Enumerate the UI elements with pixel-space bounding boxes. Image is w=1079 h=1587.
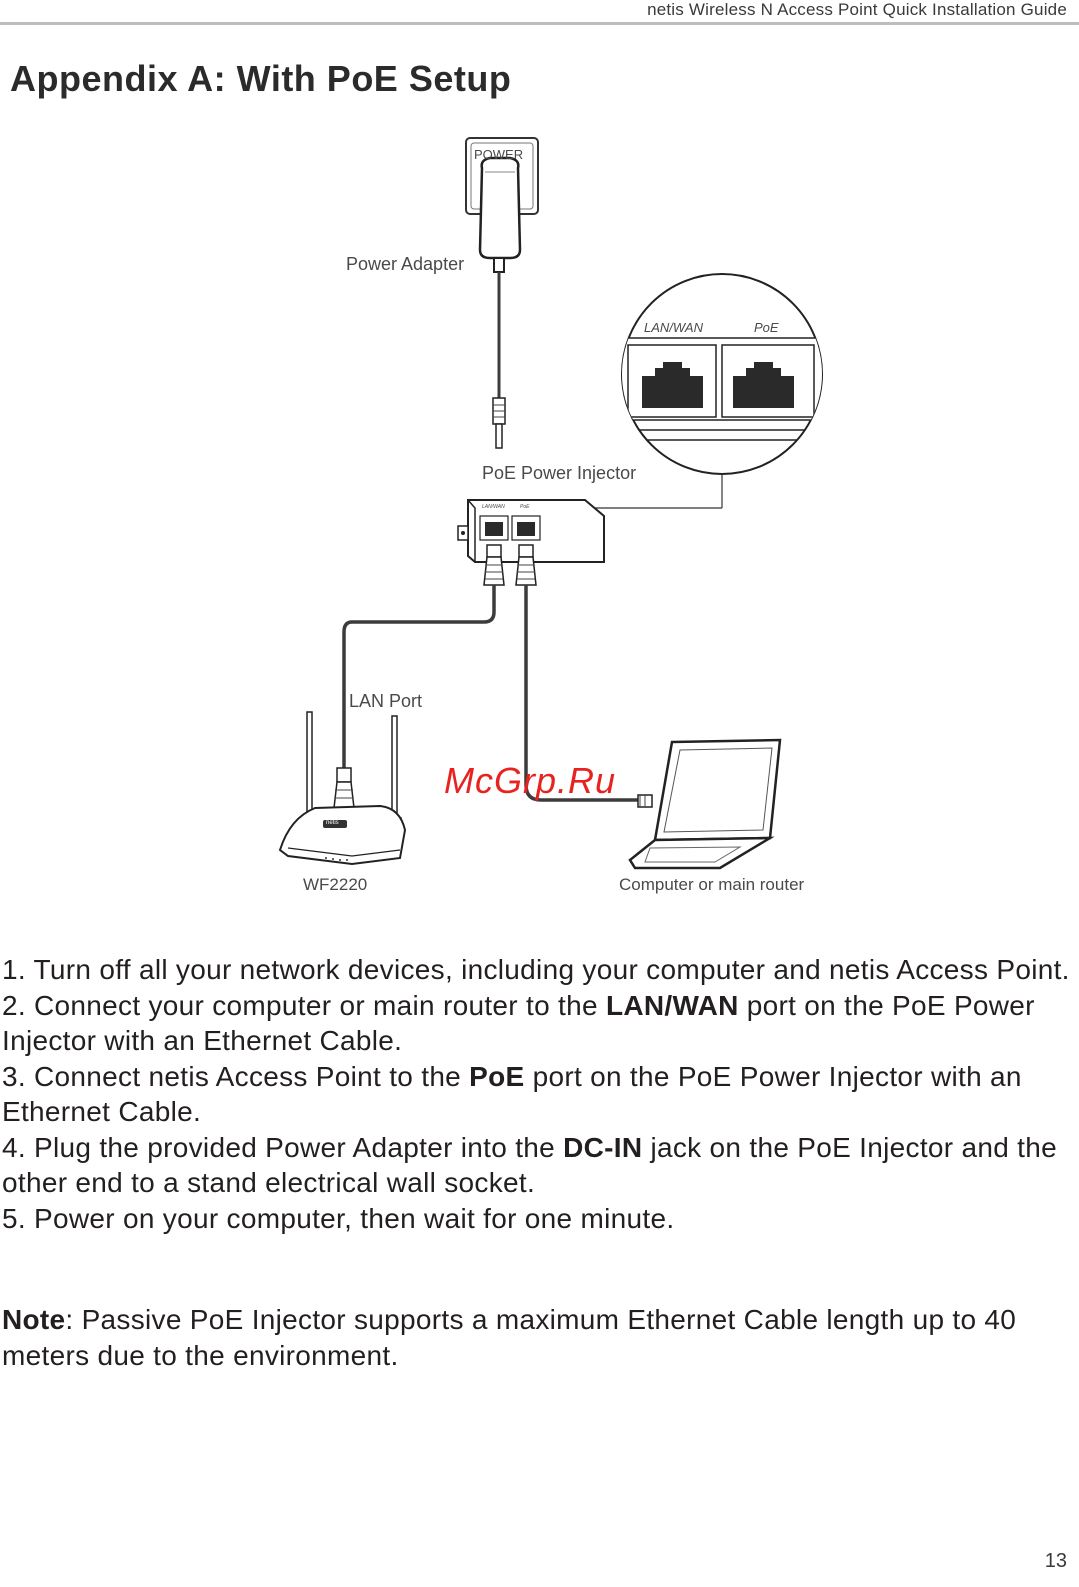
ap-model-label: WF2220	[303, 875, 368, 894]
port-zoom	[555, 273, 823, 509]
power-adapter	[478, 156, 522, 273]
step-3: 3. Connect netis Access Point to the PoE…	[2, 1059, 1077, 1130]
step-4-bold: DC-IN	[563, 1131, 643, 1163]
note-text: : Passive PoE Injector supports a maximu…	[2, 1304, 1017, 1371]
lan-port-label: LAN Port	[349, 691, 423, 711]
step-2-bold: LAN/WAN	[605, 989, 739, 1021]
note-label: Note	[2, 1304, 66, 1335]
step-3-bold: PoE	[469, 1060, 525, 1092]
injector-label: PoE Power Injector	[482, 463, 637, 483]
step-5: 5. Power on your computer, then wait for…	[2, 1201, 1077, 1237]
ethernet-cable-ap	[342, 585, 496, 768]
step-4-text: 4. Plug the provided Power Adapter into …	[2, 1131, 564, 1163]
poe-setup-diagram: POWER Power Adapter LAN/WAN PoE PoE Powe…	[0, 130, 1079, 910]
access-point	[278, 711, 407, 866]
step-5-text: 5. Power on your computer, then wait for…	[2, 1202, 675, 1234]
ap-brand-label: netis	[326, 820, 339, 826]
step-4: 4. Plug the provided Power Adapter into …	[2, 1130, 1077, 1201]
rj45-plug-poe	[515, 544, 537, 586]
rj45-plug-lan	[483, 544, 505, 586]
socket-label: POWER	[474, 147, 524, 162]
note: Note: Passive PoE Injector supports a ma…	[2, 1302, 1077, 1373]
step-2-text-end: port on the PoE Power Injector with an E…	[2, 989, 1035, 1057]
step-3-text-end: port on the PoE Power Injector with an E…	[2, 1060, 1022, 1128]
header-rule	[0, 22, 1079, 25]
step-1: 1. Turn off all your network devices, in…	[2, 952, 1077, 988]
computer-label: Computer or main router	[619, 875, 805, 894]
header-title: netis Wireless N Access Point Quick Inst…	[647, 0, 1067, 19]
port-zoom-lan-label: LAN/WAN	[644, 320, 703, 335]
setup-steps: 1. Turn off all your network devices, in…	[2, 952, 1077, 1236]
step-3-text: 3. Connect netis Access Point to the	[2, 1060, 470, 1092]
diagram-drawing	[278, 137, 823, 870]
laptop-computer	[628, 738, 782, 870]
watermark: McGrp.Ru	[444, 760, 617, 801]
step-4-text-end: jack on the PoE Injector and the other e…	[2, 1131, 1057, 1199]
step-2-text: 2. Connect your computer or main router …	[2, 989, 606, 1021]
step-2: 2. Connect your computer or main router …	[2, 988, 1077, 1059]
ethernet-cable-computer	[524, 585, 640, 802]
dc-plug	[492, 397, 506, 449]
injector-small-poe-label: PoE	[520, 504, 530, 510]
step-1-text: 1. Turn off all your network devices, in…	[2, 954, 1070, 985]
injector-small-lan-label: LAN/WAN	[482, 504, 505, 510]
page-number: 13	[1044, 1550, 1067, 1572]
port-zoom-poe-label: PoE	[754, 320, 779, 335]
page-title: Appendix A: With PoE Setup	[10, 58, 512, 99]
poe-injector	[457, 499, 605, 563]
power-adapter-label: Power Adapter	[346, 254, 465, 274]
